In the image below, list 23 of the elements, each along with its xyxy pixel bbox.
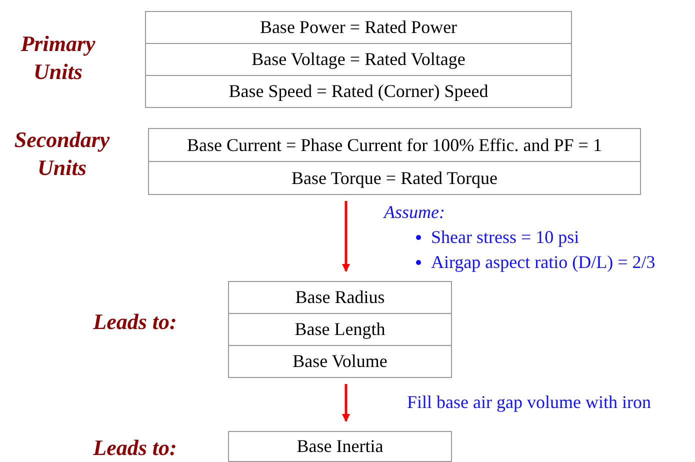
bullet-text: Shear stress = 10 psi bbox=[431, 226, 580, 248]
cell-text: Base Voltage = Rated Voltage bbox=[252, 48, 466, 71]
cell-text: Base Current = Phase Current for 100% Effic. and PF = 1 bbox=[187, 134, 602, 156]
table-row bbox=[228, 431, 452, 462]
note-heading: Assume: bbox=[384, 201, 446, 223]
arrow bbox=[342, 201, 350, 272]
table-box bbox=[145, 11, 572, 108]
note-text: Fill base air gap volume with iron bbox=[407, 391, 652, 413]
cell-text: Base Radius bbox=[295, 286, 385, 309]
cell-text: Base Length bbox=[294, 318, 386, 341]
section-heading: Secondary Units bbox=[13, 126, 111, 182]
cell-text: Base Speed = Rated (Corner) Speed bbox=[228, 80, 488, 103]
table-box bbox=[148, 128, 641, 195]
bullet-text: Airgap aspect ratio (D/L) = 2/3 bbox=[431, 251, 656, 273]
section-heading: Leads to: bbox=[92, 434, 178, 462]
cell-text: Base Volume bbox=[292, 350, 388, 373]
section-heading: Primary Units bbox=[20, 30, 96, 86]
cell-text: Base Inertia bbox=[296, 435, 384, 458]
table-box bbox=[228, 281, 452, 378]
cell-text: Base Power = Rated Power bbox=[260, 16, 458, 39]
section-heading: Leads to: bbox=[92, 308, 178, 336]
arrow bbox=[342, 384, 350, 422]
cell-text: Base Torque = Rated Torque bbox=[292, 166, 498, 190]
